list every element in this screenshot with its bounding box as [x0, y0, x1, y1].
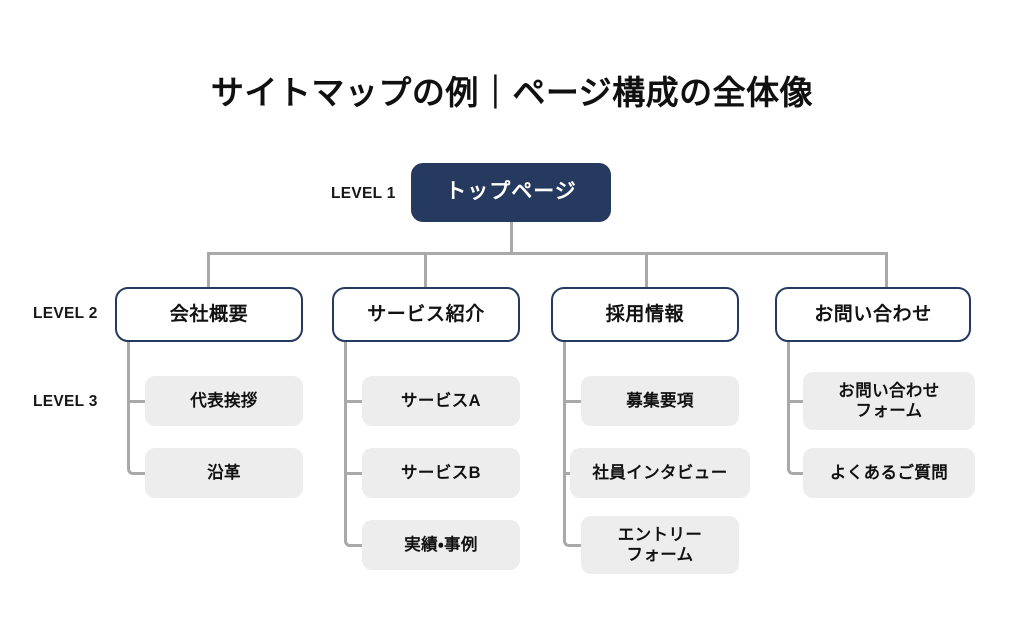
level-2-label: LEVEL 2	[33, 305, 98, 322]
connector-trunk-col4	[787, 342, 808, 475]
level-1-label: LEVEL 1	[331, 185, 396, 202]
node-level3-case-studies-label: 実績・事例	[404, 535, 478, 554]
node-level2-contact[interactable]: お問い合わせ	[775, 287, 971, 342]
node-top-page[interactable]: トップページ	[411, 163, 611, 222]
node-level3-contact-form-label: お問い合わせ フォーム	[838, 381, 940, 420]
connector-stub-col2-child1	[344, 400, 362, 403]
node-level2-recruit-label: 採用情報	[605, 303, 685, 325]
node-level3-contact-form[interactable]: お問い合わせ フォーム	[803, 372, 975, 430]
connector-stub-col1-child1	[127, 400, 145, 403]
connector-trunk-col1	[127, 342, 148, 475]
connector-root-stem	[510, 222, 513, 254]
connector-stub-col4-child1	[787, 400, 805, 403]
node-level3-service-a[interactable]: サービスA	[362, 376, 520, 426]
page-title: サイトマップの例｜ページ構成の全体像	[210, 74, 814, 111]
connector-stub-col2-child2	[344, 472, 362, 475]
node-level2-services[interactable]: サービス紹介	[332, 287, 520, 342]
connector-drop-col2	[424, 252, 427, 287]
node-level3-faq[interactable]: よくあるご質問	[803, 448, 975, 498]
node-level3-requirements[interactable]: 募集要項	[581, 376, 739, 426]
node-level2-services-label: サービス紹介	[367, 303, 485, 325]
node-level2-company-label: 会社概要	[169, 303, 249, 325]
connector-drop-col1	[207, 252, 210, 287]
node-level3-interview[interactable]: 社員インタビュー	[570, 448, 750, 498]
node-level3-case-studies[interactable]: 実績・事例	[362, 520, 520, 570]
connector-drop-col4	[885, 252, 888, 287]
node-level3-entry-form-label: エントリー フォーム	[617, 525, 703, 564]
node-level3-service-b-label: サービスB	[401, 463, 481, 482]
node-level3-requirements-label: 募集要項	[626, 391, 694, 410]
connector-trunk-col2	[344, 342, 365, 547]
node-top-page-label: トップページ	[445, 180, 577, 204]
connector-drop-col3	[645, 252, 648, 287]
connector-stub-col3-child1	[563, 400, 581, 403]
node-level3-interview-label: 社員インタビュー	[592, 463, 728, 482]
connector-trunk-col3	[563, 342, 584, 547]
node-level3-service-a-label: サービスA	[401, 391, 481, 410]
level-3-label: LEVEL 3	[33, 393, 98, 410]
node-level3-history[interactable]: 沿革	[145, 448, 303, 498]
connector-level2-bus	[207, 252, 888, 255]
node-level3-entry-form[interactable]: エントリー フォーム	[581, 516, 739, 574]
node-level2-company[interactable]: 会社概要	[115, 287, 303, 342]
node-level3-faq-label: よくあるご質問	[829, 463, 949, 482]
node-level2-recruit[interactable]: 採用情報	[551, 287, 739, 342]
node-level2-contact-label: お問い合わせ	[814, 303, 932, 325]
node-level3-service-b[interactable]: サービスB	[362, 448, 520, 498]
node-level3-history-label: 沿革	[207, 463, 241, 482]
node-level3-greeting-label: 代表挨拶	[190, 391, 258, 410]
node-level3-greeting[interactable]: 代表挨拶	[145, 376, 303, 426]
